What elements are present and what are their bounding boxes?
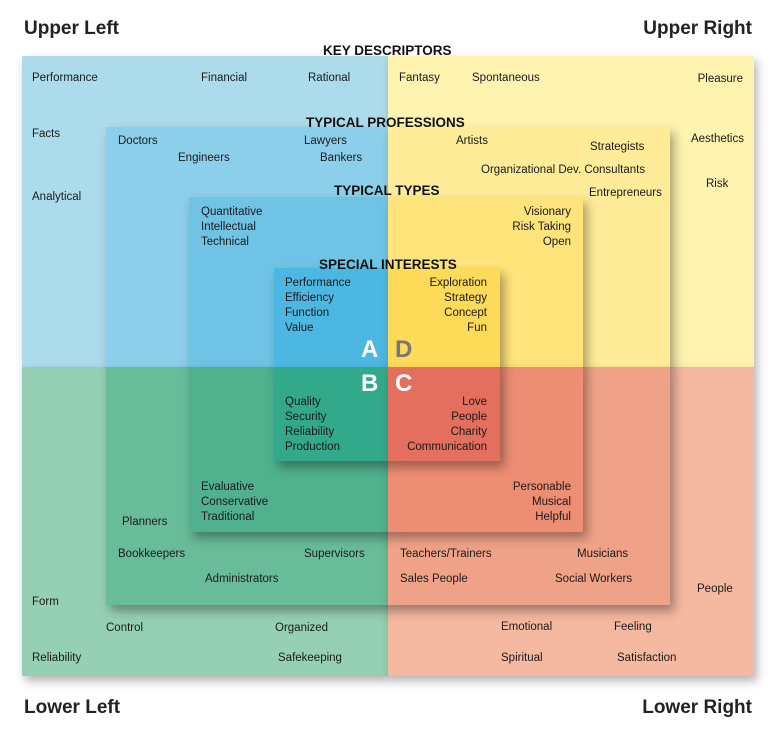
descriptor-label: Reliability bbox=[32, 652, 82, 664]
types-list-lower-right: Personable Musical Helpful bbox=[513, 480, 571, 525]
interests-box-lower-right bbox=[388, 367, 500, 461]
type-label: Intellectual bbox=[201, 221, 256, 233]
interest-label: Efficiency bbox=[285, 292, 335, 304]
profession-label: Artists bbox=[456, 135, 488, 147]
interests-list-lower-right: Love People Charity Communication bbox=[407, 395, 487, 455]
profession-label: Supervisors bbox=[304, 548, 365, 560]
descriptor-label: Fantasy bbox=[399, 72, 440, 84]
descriptor-label: Form bbox=[32, 596, 59, 608]
profession-label: Administrators bbox=[205, 573, 279, 585]
letter-b: B bbox=[361, 370, 379, 397]
interest-label: Fun bbox=[467, 322, 487, 334]
type-label: Quantitative bbox=[201, 206, 263, 218]
title-special-interests: SPECIAL INTERESTS bbox=[319, 257, 457, 272]
descriptor-label: People bbox=[697, 583, 733, 595]
descriptor-label: Pleasure bbox=[697, 73, 743, 85]
types-list-lower-left: Evaluative Conservative Traditional bbox=[201, 480, 268, 525]
descriptor-label: Spontaneous bbox=[472, 72, 540, 84]
descriptor-label: Performance bbox=[32, 72, 98, 84]
interests-box-lower-left bbox=[274, 367, 388, 461]
profession-label: Entrepreneurs bbox=[589, 187, 662, 199]
interest-label: Quality bbox=[285, 396, 321, 408]
interest-label: Concept bbox=[444, 307, 487, 319]
descriptor-label: Feeling bbox=[614, 621, 652, 633]
profession-label: Bankers bbox=[320, 152, 363, 164]
letter-a: A bbox=[361, 336, 379, 363]
interest-label: Function bbox=[285, 307, 330, 319]
type-label: Musical bbox=[532, 496, 571, 508]
title-typical-types: TYPICAL TYPES bbox=[334, 183, 440, 198]
type-label: Visionary bbox=[523, 206, 571, 218]
descriptor-label: Satisfaction bbox=[617, 652, 677, 664]
types-list-upper-left: Quantitative Intellectual Technical bbox=[201, 205, 262, 250]
profession-label: Teachers/Trainers bbox=[400, 548, 492, 560]
profession-label: Bookkeepers bbox=[118, 548, 186, 560]
profession-label: Strategists bbox=[590, 141, 645, 153]
type-label: Technical bbox=[201, 236, 249, 248]
corner-upper-right: Upper Right bbox=[643, 18, 752, 39]
interests-box-upper-left bbox=[274, 268, 388, 367]
profession-label: Doctors bbox=[118, 135, 158, 147]
profession-label: Organizational Dev. Consultants bbox=[481, 164, 646, 176]
descriptor-label: Emotional bbox=[501, 621, 553, 633]
letter-c: C bbox=[395, 370, 413, 397]
descriptor-label: Spiritual bbox=[501, 652, 543, 664]
profession-label: Lawyers bbox=[304, 135, 347, 147]
type-label: Personable bbox=[512, 481, 571, 493]
interests-box-upper-right bbox=[388, 268, 500, 367]
interest-label: Production bbox=[285, 441, 340, 453]
profession-label: Engineers bbox=[178, 152, 230, 164]
interests-list-upper-right: Exploration Strategy Concept Fun bbox=[429, 276, 487, 336]
interests-list-upper-left: Performance Efficiency Function Value bbox=[285, 276, 351, 336]
descriptor-label: Analytical bbox=[32, 191, 82, 203]
descriptor-label: Control bbox=[106, 622, 144, 634]
descriptor-label: Rational bbox=[308, 72, 351, 84]
type-label: Traditional bbox=[201, 511, 255, 523]
descriptor-label: Risk bbox=[706, 178, 729, 190]
type-label: Risk Taking bbox=[512, 221, 571, 233]
type-label: Open bbox=[542, 236, 571, 248]
interest-label: Communication bbox=[407, 441, 487, 453]
corner-upper-left: Upper Left bbox=[24, 18, 119, 39]
descriptor-label: Safekeeping bbox=[278, 652, 342, 664]
descriptor-label: Financial bbox=[201, 72, 248, 84]
interests-list-lower-left: Quality Security Reliability Production bbox=[285, 395, 340, 455]
interest-label: Exploration bbox=[429, 277, 487, 289]
descriptor-label: Facts bbox=[32, 128, 61, 140]
corner-lower-right: Lower Right bbox=[642, 697, 752, 718]
interest-label: Value bbox=[285, 322, 314, 334]
profession-label: Musicians bbox=[577, 548, 629, 560]
letter-d: D bbox=[395, 336, 413, 363]
types-list-upper-right: Visionary Risk Taking Open bbox=[512, 205, 571, 250]
profession-label: Sales People bbox=[400, 573, 468, 585]
type-label: Conservative bbox=[201, 496, 269, 508]
type-label: Evaluative bbox=[201, 481, 255, 493]
profession-label: Social Workers bbox=[555, 573, 633, 585]
type-label: Helpful bbox=[535, 511, 571, 523]
interest-label: People bbox=[451, 411, 487, 423]
descriptor-label: Organized bbox=[275, 622, 329, 634]
descriptor-label: Aesthetics bbox=[690, 133, 744, 145]
interest-label: Reliability bbox=[285, 426, 335, 438]
interest-label: Charity bbox=[450, 426, 487, 438]
title-key-descriptors: KEY DESCRIPTORS bbox=[323, 43, 452, 58]
interest-label: Performance bbox=[285, 277, 351, 289]
title-typical-professions: TYPICAL PROFESSIONS bbox=[306, 115, 465, 130]
corner-lower-left: Lower Left bbox=[24, 697, 121, 718]
profession-label: Planners bbox=[122, 516, 168, 528]
interest-label: Security bbox=[285, 411, 327, 423]
interest-label: Love bbox=[462, 396, 487, 408]
interest-label: Strategy bbox=[444, 292, 487, 304]
